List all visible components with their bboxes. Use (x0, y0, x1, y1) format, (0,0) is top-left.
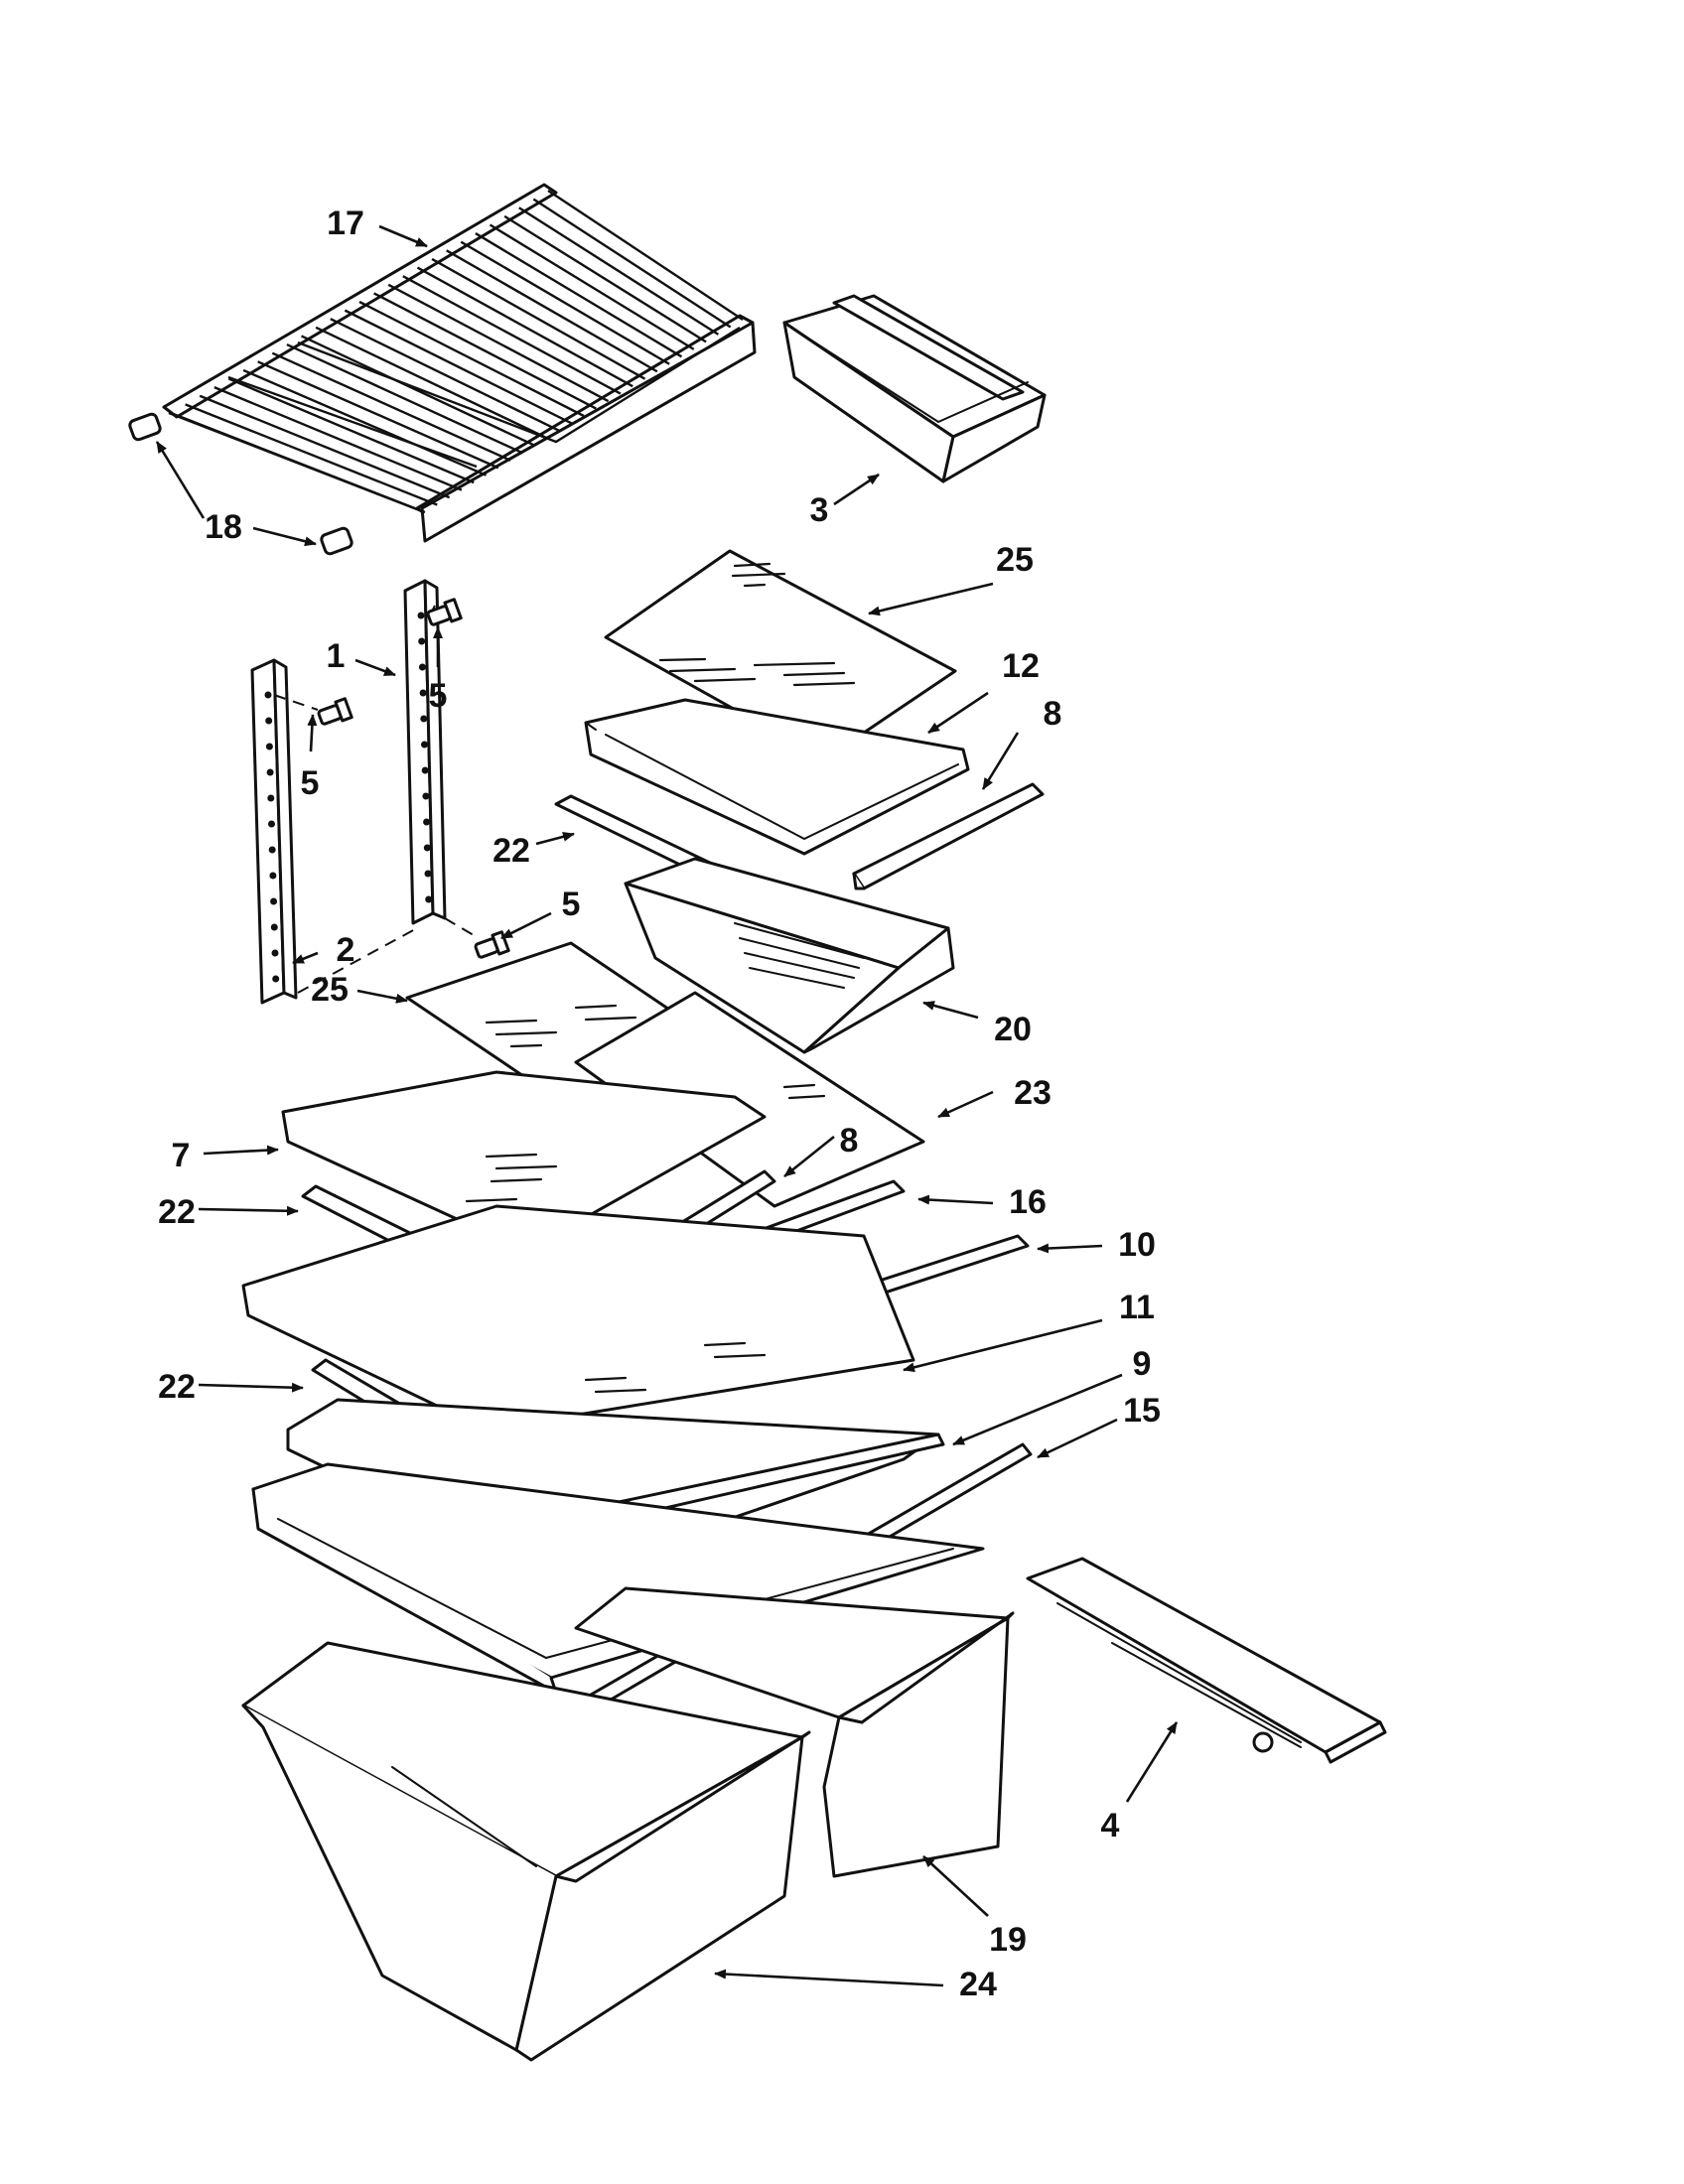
leader-20 (922, 1001, 979, 1020)
callout-17: 17 (327, 205, 364, 242)
small-crisper-drawer (574, 1586, 1015, 1878)
wire-shelf (162, 183, 757, 543)
crisper-drawer (624, 857, 955, 1054)
callout-1: 1 (327, 637, 346, 675)
callout-5-left-rail: 5 (301, 764, 320, 802)
leader-25a (868, 582, 994, 616)
leader-19 (922, 1855, 989, 1917)
leader-23 (937, 1090, 994, 1119)
callout-8-upper: 8 (1044, 695, 1062, 733)
leader-18a (155, 441, 206, 519)
callout-2: 2 (337, 931, 355, 969)
large-crisper-drawer (241, 1641, 811, 2062)
leader-11 (903, 1318, 1103, 1373)
mounting-screws (317, 598, 510, 959)
callout-5-lower: 5 (562, 886, 581, 923)
callout-7: 7 (172, 1137, 191, 1174)
callout-25-upper: 25 (996, 541, 1034, 579)
callout-18: 18 (205, 508, 242, 546)
leader-15 (1037, 1418, 1118, 1459)
leader-22c (198, 1382, 304, 1393)
leader-22a (535, 831, 575, 846)
callout-24: 24 (959, 1966, 997, 2003)
leader-10 (1037, 1243, 1103, 1254)
upper-shelf-frame (584, 698, 970, 856)
glass-insert-panel (574, 991, 925, 1208)
lower-shelf-panel (241, 1204, 915, 1432)
callout-25-lower: 25 (311, 971, 349, 1009)
crisper-control-slide (1026, 1557, 1387, 1764)
callout-4: 4 (1101, 1807, 1120, 1844)
leader-17 (378, 224, 428, 248)
crisper-cover-frame (286, 1398, 945, 1580)
callout-15: 15 (1123, 1392, 1161, 1430)
upper-front-trim (852, 782, 1045, 890)
leader-9 (952, 1373, 1123, 1446)
callout-22-middle: 22 (158, 1193, 196, 1231)
callout-19: 19 (989, 1921, 1027, 1959)
leader-3 (833, 473, 880, 506)
leader-12 (927, 691, 989, 735)
callout-labels: 17 18 3 25 1 5 5 12 8 22 5 2 20 25 23 7 … (158, 205, 1161, 2003)
callout-23: 23 (1014, 1074, 1052, 1112)
leader-25b (356, 989, 408, 1004)
shelf-end-caps (128, 412, 353, 556)
leader-2 (292, 951, 319, 965)
leader-18b (252, 526, 317, 547)
leader-1 (354, 658, 396, 677)
leader-22b (198, 1205, 299, 1216)
leader-16 (917, 1194, 994, 1205)
callout-9: 9 (1133, 1345, 1152, 1383)
callout-3: 3 (810, 491, 829, 529)
shelf-ladder-rails (250, 579, 480, 1005)
small-storage-bin (782, 294, 1047, 483)
leader-24 (714, 1969, 944, 1987)
leader-5c (500, 911, 552, 940)
leader-8b (783, 1135, 835, 1178)
callout-8-middle: 8 (840, 1122, 859, 1160)
callout-20: 20 (994, 1011, 1032, 1048)
callout-16: 16 (1009, 1183, 1047, 1221)
leader-7 (203, 1145, 279, 1156)
callout-12: 12 (1002, 647, 1040, 685)
callout-11: 11 (1119, 1289, 1155, 1326)
callout-10: 10 (1118, 1226, 1156, 1264)
callout-5-right-rail: 5 (429, 677, 448, 715)
callout-22-upper: 22 (492, 832, 530, 870)
leader-4 (1125, 1721, 1179, 1803)
leader-5b (307, 714, 318, 752)
callout-leaders (155, 224, 1179, 1987)
callout-22-lower: 22 (158, 1368, 196, 1406)
leader-8a (981, 732, 1020, 790)
